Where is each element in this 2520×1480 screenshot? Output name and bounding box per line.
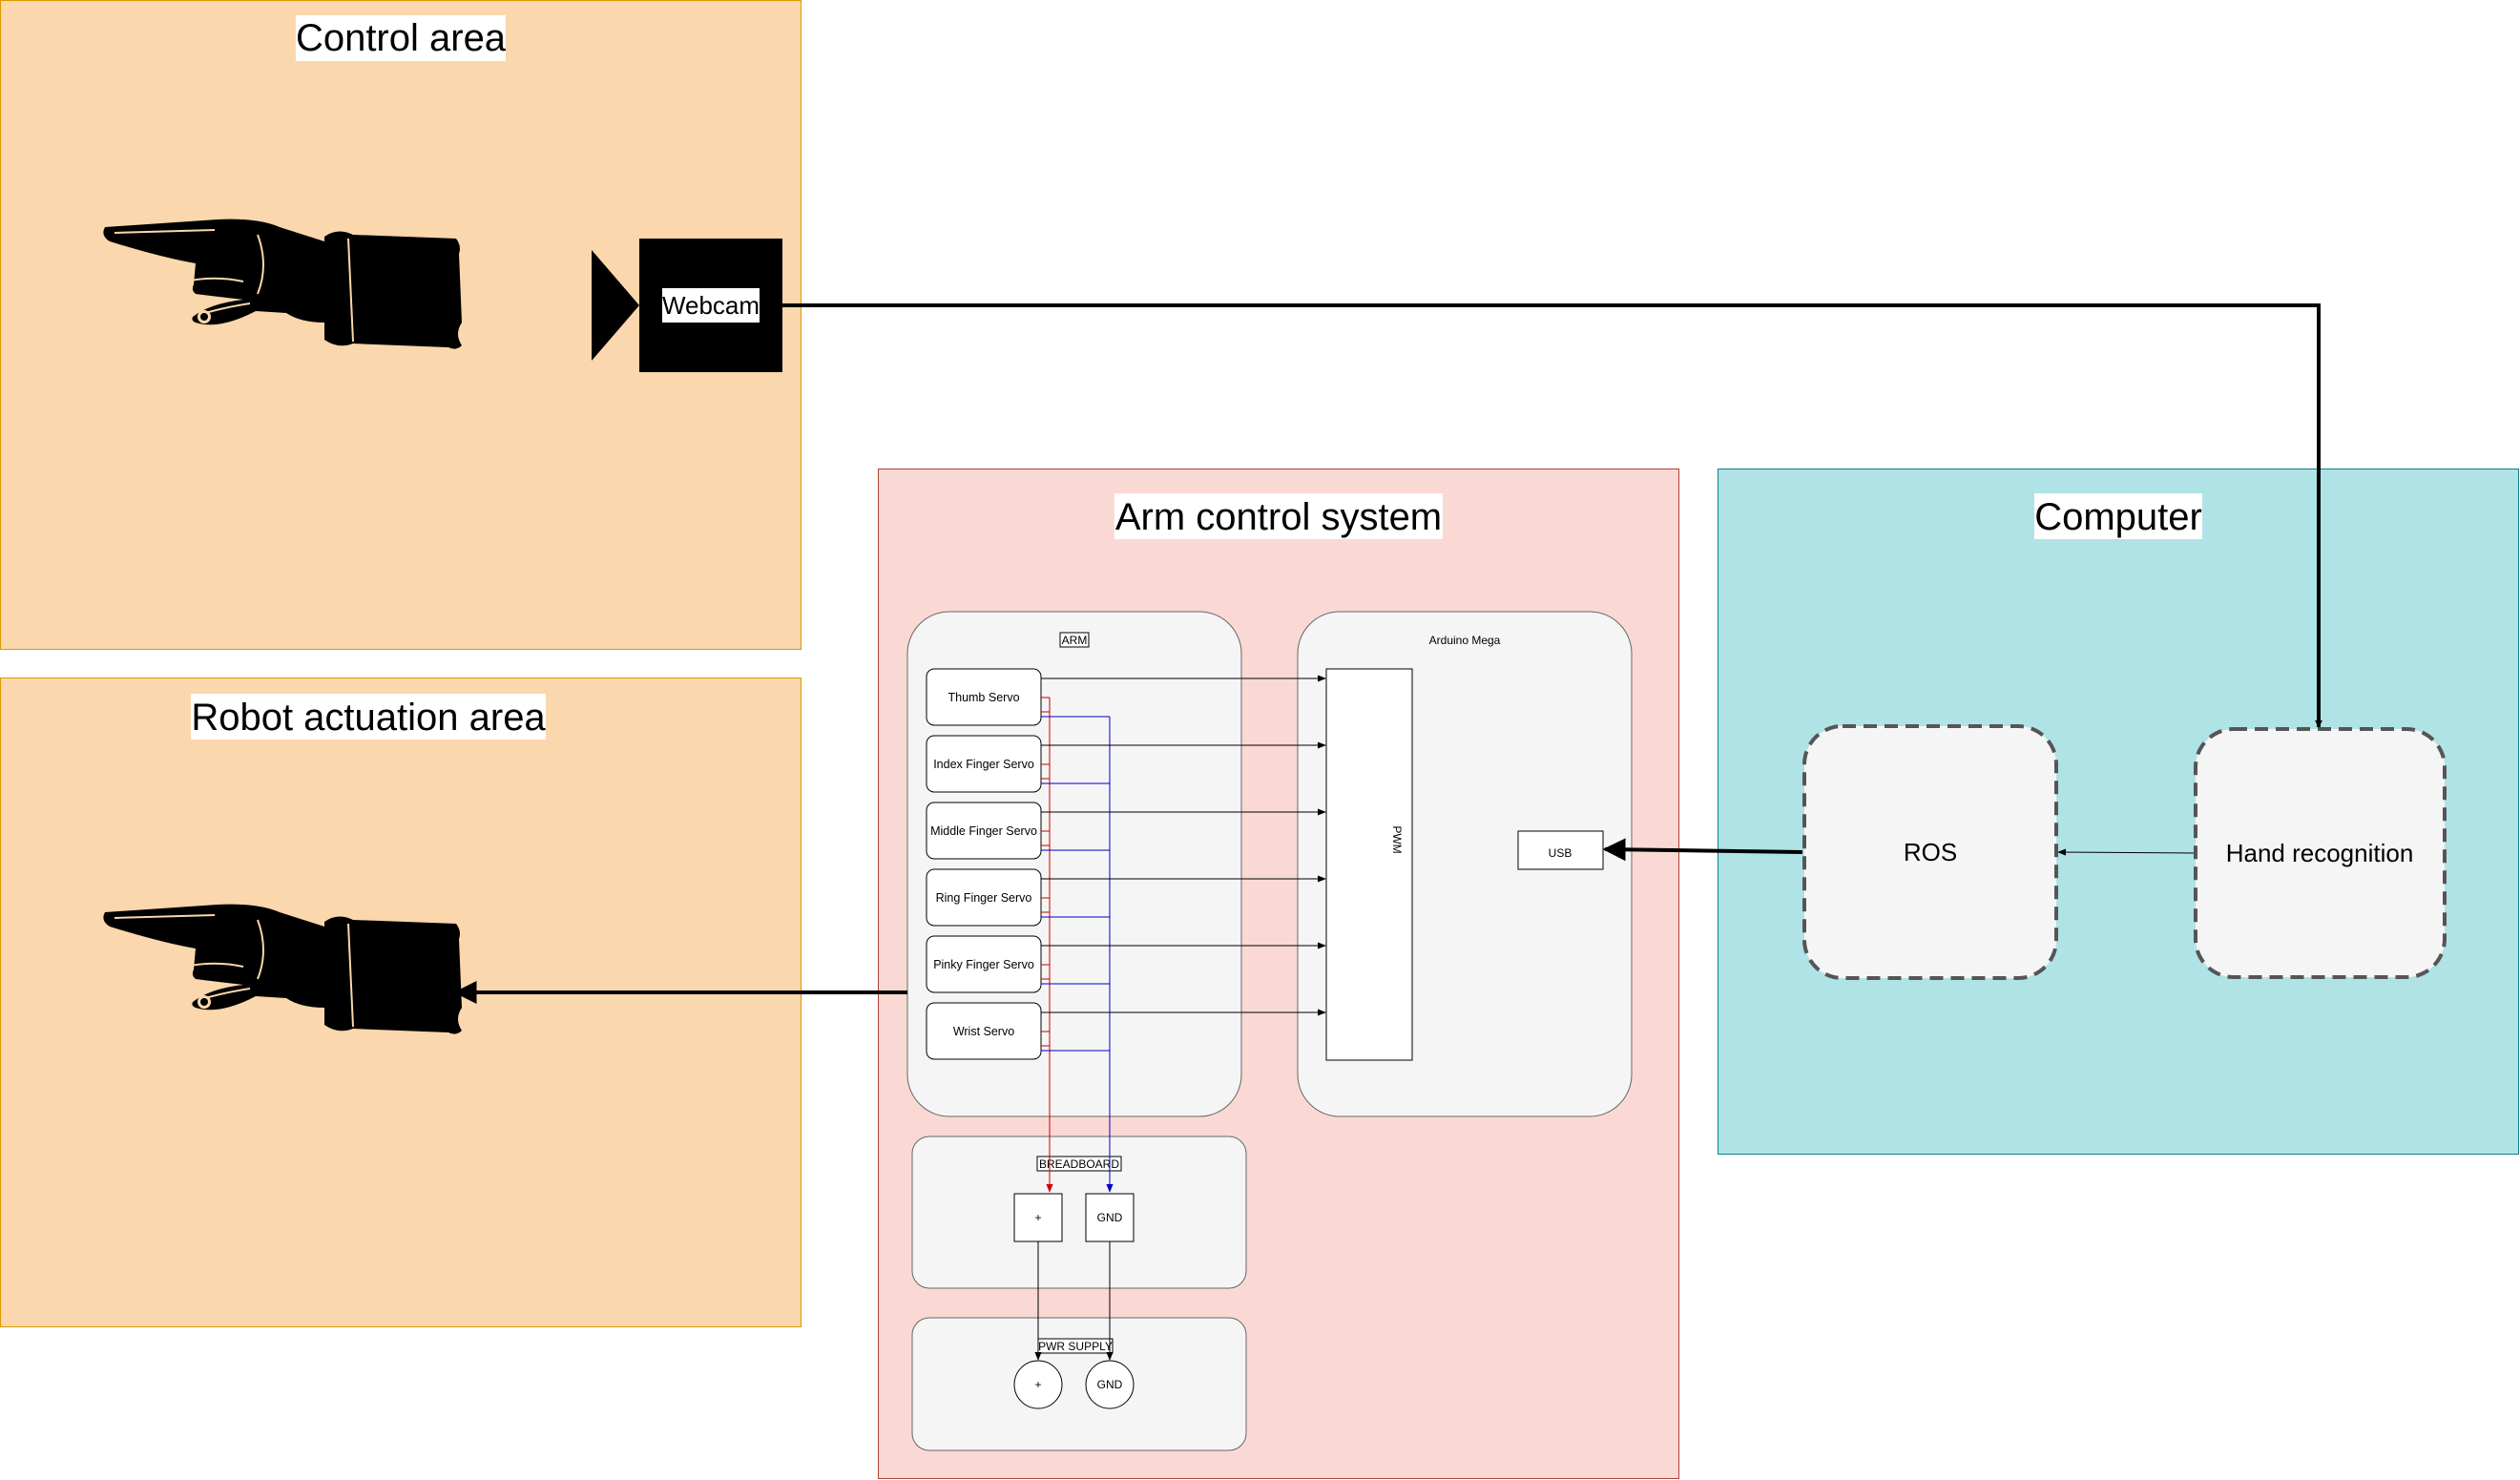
pwm-block [1325, 668, 1413, 1061]
pwm-label: PWM [1390, 825, 1404, 853]
hand-recognition-label: Hand recognition [2226, 839, 2414, 867]
data-flow-arrows [453, 303, 2322, 1004]
supply-lines [1034, 1241, 1114, 1361]
breadboard-ground-rail [1085, 1193, 1135, 1242]
breadboard-positive-label: + [1034, 1211, 1041, 1224]
power-supply-title: PWR SUPPLY [1038, 1340, 1113, 1353]
breadboard-panel [911, 1136, 1247, 1289]
webcam-to-hand-recognition-arrow [782, 303, 2322, 728]
breadboard-positive-rail [1013, 1193, 1063, 1242]
servo-wrist: Wrist Servo [926, 1002, 1042, 1060]
robot-actuation-area-title: Robot actuation area [191, 697, 546, 739]
computer-title: Computer [2034, 496, 2202, 538]
ros-label: ROS [1904, 838, 1957, 866]
arduino-title: Arduino Mega [1429, 634, 1501, 647]
arm-title: ARM [1062, 634, 1088, 647]
servo-label: Ring Finger Servo [936, 891, 1032, 905]
webcam-icon: Webcam [592, 239, 782, 372]
breadboard-ground-label: GND [1097, 1211, 1123, 1224]
servo-ring-finger: Ring Finger Servo [926, 868, 1042, 927]
servo-middle-finger: Middle Finger Servo [926, 802, 1042, 860]
webcam-label: Webcam [662, 291, 760, 320]
power-supply-panel [911, 1317, 1247, 1451]
power-supply-ground-label: GND [1097, 1378, 1123, 1391]
ground-wires [1041, 716, 1114, 1193]
servo-pinky-finger: Pinky Finger Servo [926, 935, 1042, 993]
hand-recognition-node [2194, 727, 2447, 979]
ros-node [1802, 724, 2058, 980]
power-supply-positive-terminal [1013, 1360, 1063, 1409]
ros-to-usb-arrow [1602, 838, 1803, 862]
arm-control-system-title: Arm control system [1115, 496, 1442, 538]
power-supply-ground-terminal [1085, 1360, 1135, 1409]
servo-label: Middle Finger Servo [930, 824, 1037, 838]
pwm-signal-lines [1041, 675, 1326, 1016]
power-supply-positive-label: + [1034, 1378, 1041, 1391]
servo-label: Wrist Servo [953, 1025, 1014, 1038]
hand-recognition-to-ros-arrow [2057, 848, 2195, 856]
usb-port [1517, 830, 1604, 870]
positive-wires [1041, 697, 1053, 1193]
usb-label: USB [1549, 846, 1572, 860]
servo-label: Index Finger Servo [933, 758, 1034, 771]
control-area-title: Control area [296, 17, 507, 59]
servo-label: Pinky Finger Servo [933, 958, 1034, 971]
servo-index-finger: Index Finger Servo [926, 735, 1042, 793]
breadboard-title: BREADBOARD [1039, 1157, 1119, 1171]
servo-label: Thumb Servo [948, 691, 1019, 704]
servo-thumb: Thumb Servo [926, 668, 1042, 726]
